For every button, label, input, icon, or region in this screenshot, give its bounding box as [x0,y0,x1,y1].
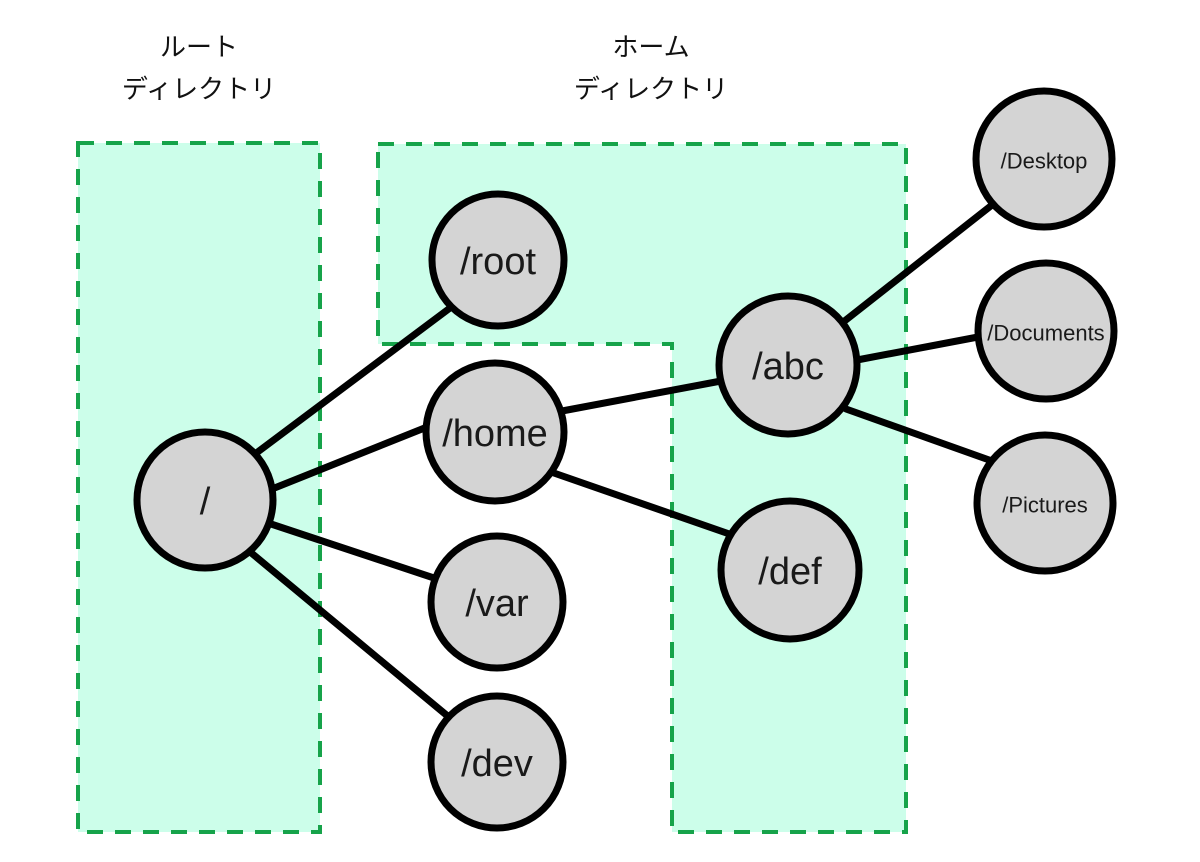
edges-layer [245,201,996,722]
edge-root-to-var [264,519,441,583]
node-pictures[interactable]: /Pictures [973,431,1117,575]
edge-root-to-dev [245,547,454,722]
node-circle-pictures [973,431,1117,575]
node-root-home[interactable]: /root [428,190,568,330]
edge-abc-to-documents [853,333,982,364]
node-abc[interactable]: /abc [715,292,861,438]
node-label-abc: /abc [752,346,824,388]
node-def[interactable]: /def [717,497,863,643]
node-circle-root-home [428,190,568,330]
edge-home-to-def [547,468,742,541]
node-circle-documents [974,259,1118,403]
node-var[interactable]: /var [427,532,567,672]
edge-abc-to-desktop [838,201,996,327]
group-caption-root-dir-line1: ルート [160,32,238,62]
edge-root-to-home [268,423,431,493]
node-circle-home [422,359,568,505]
group-caption-home-dir-line2: ディレクトリ [574,74,728,104]
node-circle-abc [715,292,861,438]
edge-root-to-root-home [251,304,454,458]
node-circle-def [717,497,863,643]
node-label-var: /var [465,583,529,625]
group-caption-home-dir-line1: ホーム [612,32,689,62]
node-circle-var [427,532,567,672]
node-label-def: /def [758,551,822,593]
node-label-dev: /dev [461,743,533,785]
node-documents[interactable]: /Documents [974,259,1118,403]
node-label-documents: /Documents [987,321,1104,346]
node-label-home: /home [442,413,548,455]
node-dev[interactable]: /dev [427,692,567,832]
nodes-layer: / /root/home/var/dev/abc/def/Desktop/Docu… [133,87,1118,832]
node-label-pictures: /Pictures [1002,493,1088,518]
node-circle-desktop [972,87,1116,231]
node-desktop[interactable]: /Desktop [972,87,1116,231]
node-circle-root [133,428,277,572]
node-root[interactable]: / [133,428,277,572]
edge-abc-to-pictures [842,405,996,465]
node-circle-dev [427,692,567,832]
node-label-root: / [200,481,211,523]
edge-home-to-abc [558,377,725,415]
node-home[interactable]: /home [422,359,568,505]
node-label-desktop: /Desktop [1001,149,1088,174]
group-caption-root-dir-line2: ディレクトリ [122,74,276,104]
node-label-root-home: /root [460,241,536,283]
